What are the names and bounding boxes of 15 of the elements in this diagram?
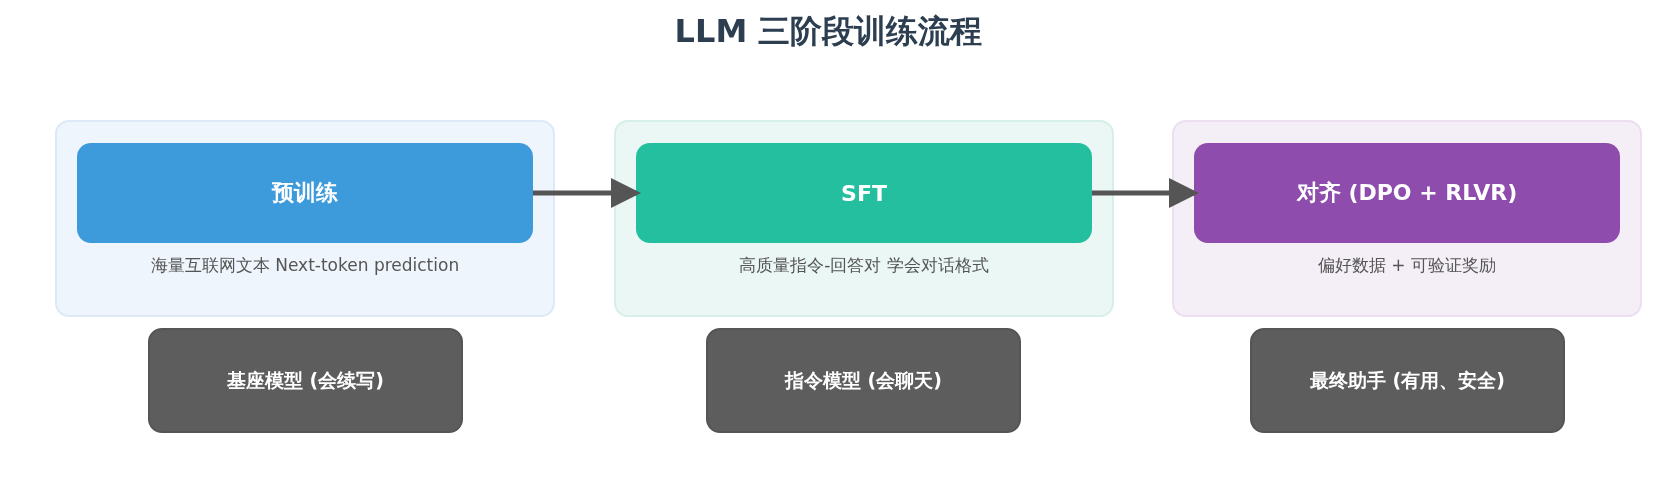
stage-box: SFT (636, 143, 1092, 243)
description-text: 海量互联网文本 Next-token prediction (149, 254, 461, 277)
stage-box: 预训练 (77, 143, 533, 243)
stage-panel (55, 120, 555, 317)
arrow (533, 178, 641, 208)
arrow (1092, 178, 1199, 208)
diagram-title: LLM 三阶段训练流程 (673, 11, 984, 52)
description-text: 偏好数据 + 可验证奖励 (1316, 254, 1498, 277)
result-box: 基座模型 (会续写) (148, 328, 463, 433)
stage-panel (1172, 120, 1642, 317)
result-box: 最终助手 (有用、安全) (1250, 328, 1565, 433)
description-text: 高质量指令-回答对 学会对话格式 (738, 254, 990, 277)
stage-panel (614, 120, 1114, 317)
result-box: 指令模型 (会聊天) (706, 328, 1021, 433)
stage-box: 对齐 (DPO + RLVR) (1194, 143, 1620, 243)
